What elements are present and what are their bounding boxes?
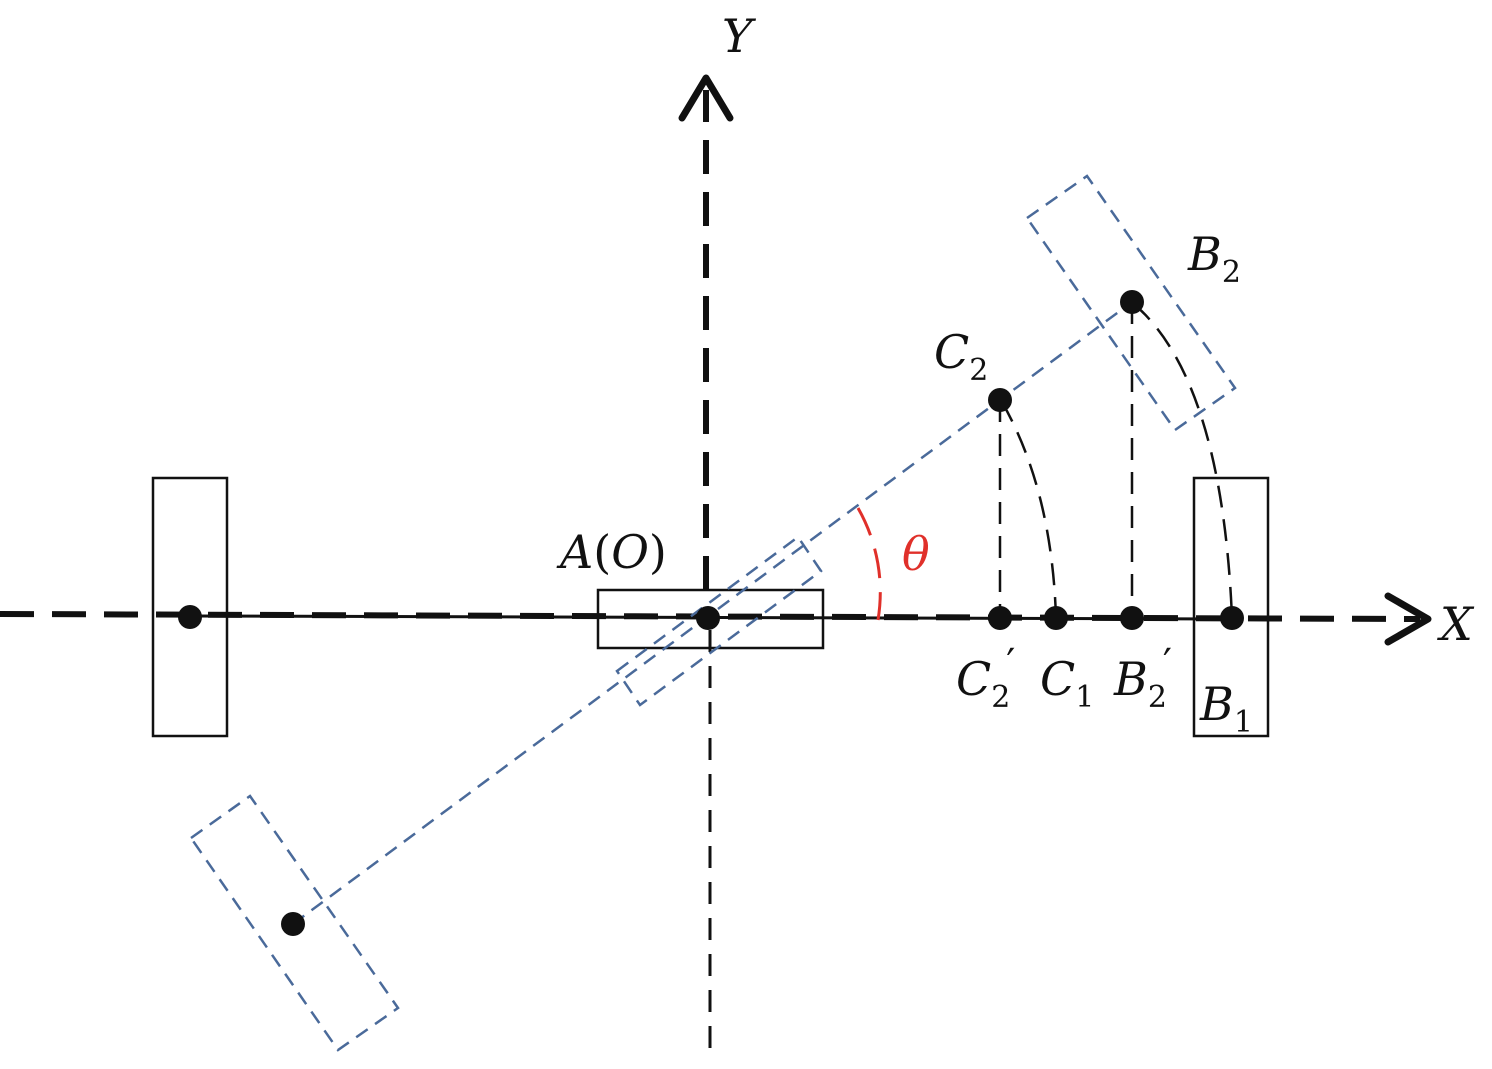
b1-label-base: B xyxy=(1199,677,1234,731)
b2-label: B2 xyxy=(1187,227,1241,290)
left-end-block xyxy=(151,476,229,738)
b2-point xyxy=(1120,290,1144,314)
b-rotation-arc xyxy=(1133,303,1234,619)
c1-label: C1 xyxy=(1040,652,1094,715)
origin-label: A(O) xyxy=(556,525,667,579)
c2-label-sub: 2 xyxy=(969,353,988,388)
origin-label-paren-close: ) xyxy=(649,525,667,579)
origin-label-o: O xyxy=(611,525,649,579)
c2-prime-label-sub: 2 xyxy=(991,680,1010,715)
b1-label: B1 xyxy=(1199,677,1253,740)
c2-prime-point xyxy=(988,606,1012,630)
rotated-center-block xyxy=(615,535,823,707)
b2-prime-label-sub: 2 xyxy=(1148,680,1167,715)
center-block xyxy=(596,588,825,650)
origin-label-a: A xyxy=(556,525,593,579)
rotated-right-end-block-b2 xyxy=(1025,174,1237,432)
theta-angle-arc xyxy=(856,507,882,621)
b1-point xyxy=(1220,606,1244,630)
c2-point xyxy=(988,388,1012,412)
c2-prime-label-base: C xyxy=(956,652,991,706)
c1-point xyxy=(1044,606,1068,630)
c1-label-sub: 1 xyxy=(1075,680,1094,715)
origin-label-paren-open: ( xyxy=(593,525,611,579)
x-axis-arrowhead xyxy=(1384,592,1432,646)
rotated-left-end-block xyxy=(189,794,400,1052)
theta-label: θ xyxy=(902,527,930,581)
c1-label-base: C xyxy=(1040,652,1075,706)
b1-label-sub: 1 xyxy=(1234,705,1253,740)
c2-label: C2 xyxy=(934,325,988,388)
rotated-left-end-point xyxy=(281,912,305,936)
y-axis-arrowhead xyxy=(678,74,734,122)
c2-prime-label: C2′ xyxy=(956,641,1015,715)
c-rotation-arc xyxy=(1000,401,1058,619)
b2-prime-label-base: B xyxy=(1113,652,1148,706)
c2-label-base: C xyxy=(934,325,969,379)
x-axis-label: X xyxy=(1437,597,1475,651)
right-end-block-b1 xyxy=(1192,476,1270,738)
c2-prime-label-prime: ′ xyxy=(1006,641,1015,687)
b2-label-sub: 2 xyxy=(1222,255,1241,290)
origin-point xyxy=(696,606,720,630)
b2-prime-point xyxy=(1120,606,1144,630)
rotated-frame xyxy=(189,174,1237,1052)
left-end-point xyxy=(178,605,202,629)
b2-label-base: B xyxy=(1187,227,1222,281)
b2-prime-label: B2′ xyxy=(1113,641,1172,715)
b2-prime-label-prime: ′ xyxy=(1163,641,1172,687)
y-axis-label: Y xyxy=(722,9,757,63)
rotated-bar-line xyxy=(292,300,1133,926)
